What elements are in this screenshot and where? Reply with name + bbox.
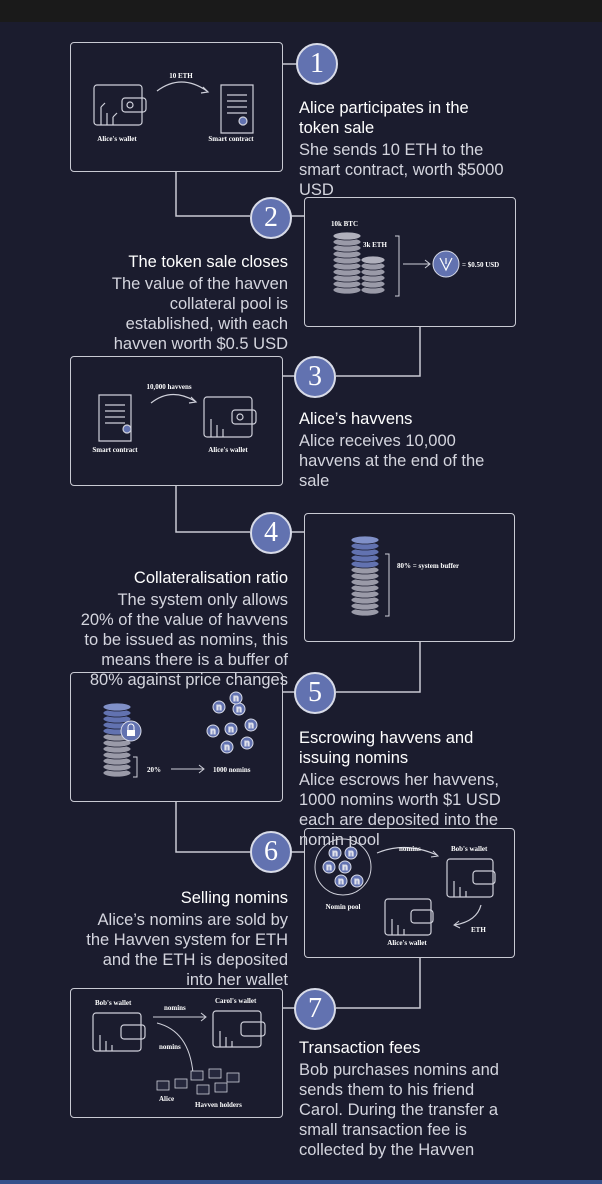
- wallet-icon: [203, 396, 257, 438]
- havven-holder-wallets: [156, 1068, 240, 1095]
- bracket: [385, 553, 390, 617]
- amount-label: 10,000 havvens: [146, 383, 191, 391]
- step1-card: 10 ETH Alice's wallet Smart contract: [70, 42, 283, 172]
- alice-label: Alice: [159, 1095, 174, 1103]
- nomins1-label: nomins: [164, 1004, 186, 1012]
- step2-card: 10k BTC 3k ETH = $0.50 USD: [304, 197, 516, 327]
- wallet-icon: [212, 1010, 266, 1048]
- svg-text:n: n: [342, 862, 348, 872]
- svg-text:n: n: [210, 726, 216, 736]
- step1-text: Alice participates in the token sale She…: [299, 98, 509, 200]
- amount-label: 10 ETH: [169, 72, 193, 80]
- step1-body: She sends 10 ETH to the smart contract, …: [299, 141, 504, 199]
- svg-text:n: n: [332, 848, 338, 858]
- from-label: Alice's wallet: [97, 135, 137, 143]
- bracket: [395, 235, 400, 297]
- pct-label: 20%: [147, 766, 161, 774]
- holders-label: Havven holders: [195, 1101, 242, 1109]
- eth-coin-stack: [360, 255, 386, 295]
- step7-text: Transaction fees Bob purchases nomins an…: [299, 1038, 509, 1160]
- browser-top-bar: [0, 0, 602, 22]
- wallet-icon: [384, 898, 434, 936]
- bottom-bar: [0, 1180, 602, 1184]
- step3-body: Alice receives 10,000 havvens at the end…: [299, 432, 485, 490]
- flow-arrow: [454, 904, 482, 926]
- rate-label: = $0.50 USD: [462, 261, 499, 269]
- svg-text:n: n: [244, 738, 250, 748]
- step4-title: Collateralisation ratio: [133, 569, 288, 587]
- nomins2-label: nomins: [159, 1043, 181, 1051]
- step3-text: Alice’s havvens Alice receives 10,000 ha…: [299, 409, 499, 491]
- step5-number: 5: [294, 672, 336, 714]
- to-label: Smart contract: [208, 135, 254, 143]
- svg-text:n: n: [233, 693, 239, 703]
- eth-label: ETH: [471, 926, 486, 934]
- step7-body: Bob purchases nomins and sends them to h…: [299, 1061, 499, 1159]
- wallet-icon: [446, 858, 496, 898]
- step2-body: The value of the havven collateral pool …: [111, 275, 288, 353]
- nomins-label: nomins: [399, 845, 421, 853]
- flow-arrow: [156, 81, 208, 92]
- flow-arrow: [376, 846, 438, 856]
- pool-label: Nomin pool: [326, 903, 361, 911]
- step7-number: 7: [294, 988, 336, 1030]
- step3-number: 3: [294, 356, 336, 398]
- step5-card: n n n n n n n n 20% 1000 nomins: [70, 672, 283, 802]
- svg-text:n: n: [248, 720, 254, 730]
- step6-text: Selling nomins Alice’s nomins are sold b…: [80, 888, 288, 990]
- svg-text:n: n: [348, 848, 354, 858]
- carol-label: Carol's wallet: [215, 997, 257, 1005]
- alice-label: Alice's wallet: [387, 939, 427, 947]
- step6-card: n n n n n n nomins Bob's wallet Nomin po…: [304, 828, 515, 958]
- flow-arrow: [156, 1022, 194, 1074]
- step1-title: Alice participates in the token sale: [299, 99, 469, 137]
- step1-number: 1: [296, 43, 338, 85]
- svg-text:n: n: [326, 862, 332, 872]
- step7-title: Transaction fees: [299, 1039, 421, 1057]
- step6-title: Selling nomins: [180, 889, 288, 907]
- lock-icon: [120, 720, 142, 742]
- step5-title: Escrowing havvens and issuing nomins: [299, 729, 474, 767]
- svg-text:n: n: [236, 704, 242, 714]
- smart-contract-icon: [220, 84, 254, 134]
- nomin-pool-icon: n n n n n n: [314, 838, 372, 896]
- step6-body: Alice’s nomins are sold by the Havven sy…: [86, 911, 288, 989]
- svg-text:n: n: [354, 876, 360, 886]
- bob-label: Bob's wallet: [95, 999, 132, 1007]
- wallet-icon: [92, 1012, 146, 1052]
- svg-text:n: n: [216, 702, 222, 712]
- to-label: Alice's wallet: [208, 446, 248, 454]
- step4-number: 4: [250, 512, 292, 554]
- step3-card: 10,000 havvens Smart contract Alice's wa…: [70, 356, 283, 486]
- btc-coin-stack: [332, 231, 362, 295]
- wallet-icon: [93, 84, 147, 126]
- bracket: [133, 756, 138, 778]
- step7-card: Bob's wallet Carol's wallet nomins nomin…: [70, 988, 283, 1118]
- svg-text:n: n: [338, 876, 344, 886]
- step2-title: The token sale closes: [128, 253, 288, 271]
- btc-label: 10k BTC: [331, 220, 358, 228]
- step2-number: 2: [250, 197, 292, 239]
- bob-label: Bob's wallet: [451, 845, 488, 853]
- havven-coin-icon: [432, 250, 460, 278]
- step2-text: The token sale closes The value of the h…: [80, 252, 288, 354]
- step4-text: Collateralisation ratio The system only …: [80, 568, 288, 690]
- buffer-label: 80% = system buffer: [397, 562, 459, 570]
- havven-coin-stack: [350, 535, 380, 617]
- nomin-coins: n n n n n n n n: [206, 691, 258, 754]
- flow-arrow: [150, 393, 196, 404]
- step3-title: Alice’s havvens: [299, 410, 413, 428]
- step4-body: The system only allows 20% of the value …: [80, 591, 288, 689]
- svg-text:n: n: [224, 742, 230, 752]
- svg-text:n: n: [228, 724, 234, 734]
- step4-card: 80% = system buffer: [304, 513, 515, 642]
- from-label: Smart contract: [92, 446, 138, 454]
- eth-label: 3k ETH: [363, 241, 387, 249]
- smart-contract-icon: [98, 394, 132, 442]
- step6-number: 6: [250, 831, 292, 873]
- nomins-label: 1000 nomins: [213, 766, 251, 774]
